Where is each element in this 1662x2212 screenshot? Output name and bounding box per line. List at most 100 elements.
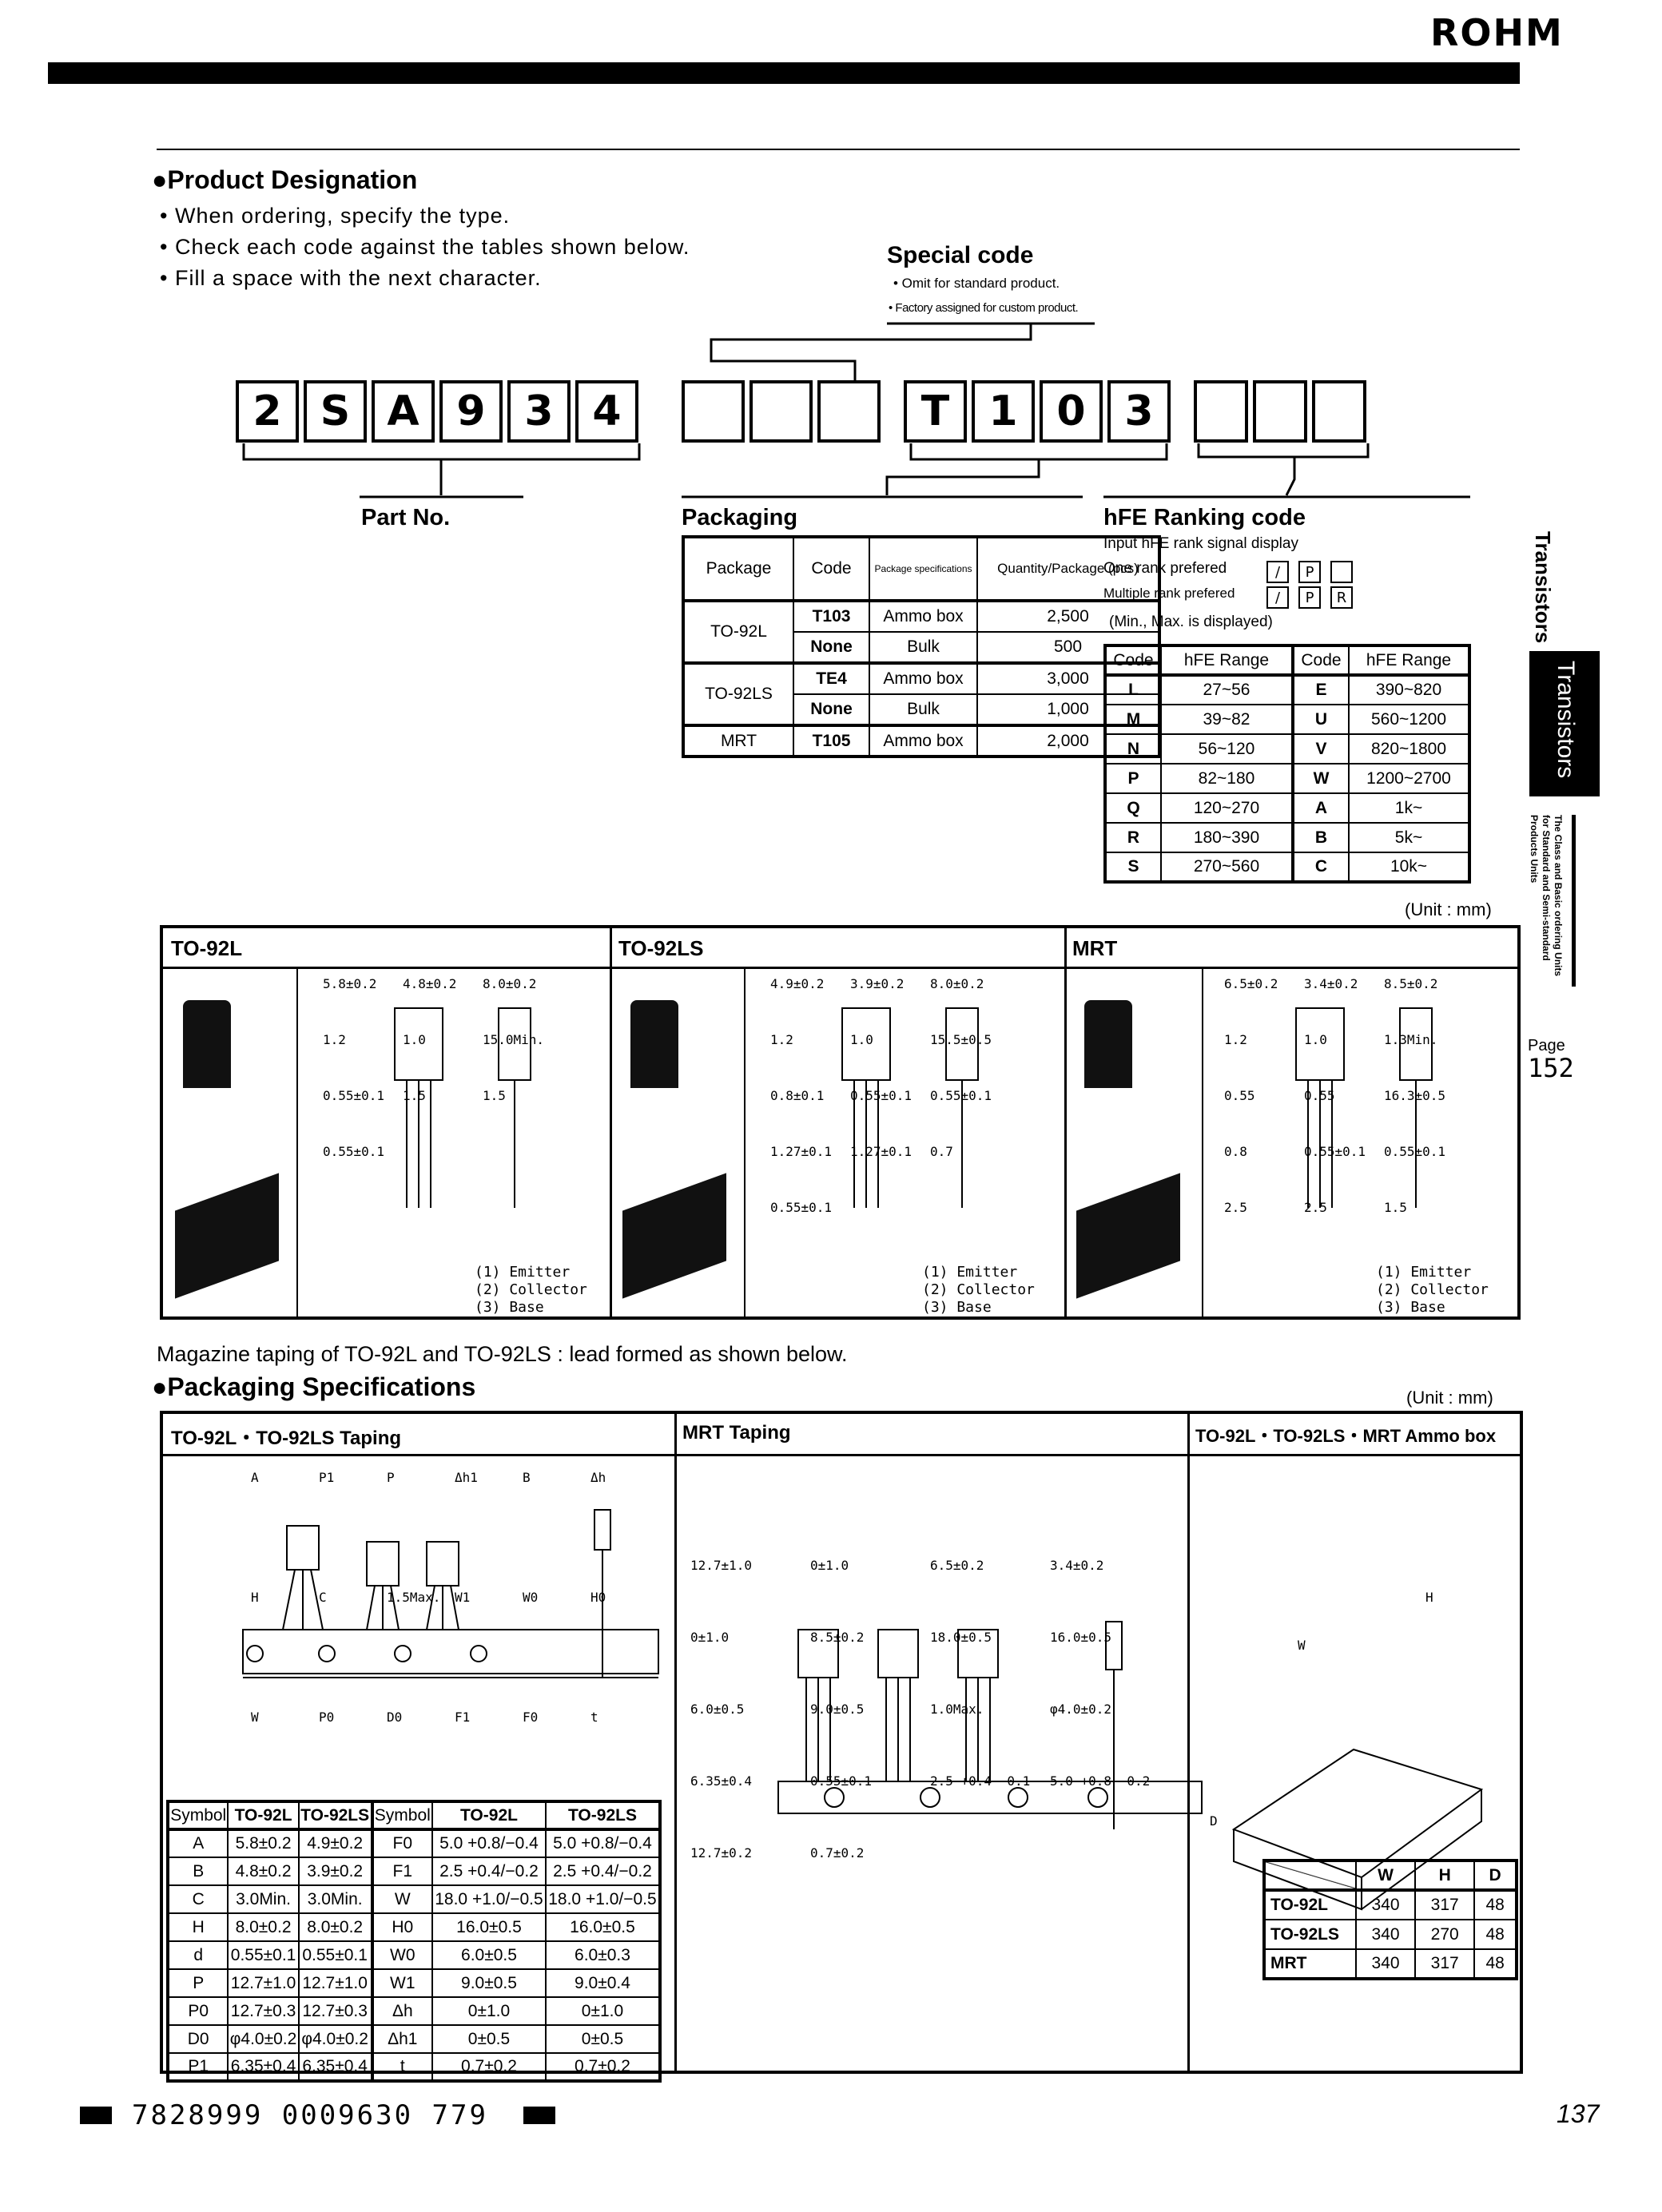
pin-label: (2) Collector xyxy=(1376,1281,1489,1298)
dimension-label: 0.55 xyxy=(1224,1088,1255,1103)
symbol-cell: F0 xyxy=(370,1829,434,1858)
dimension-label: 0.7 xyxy=(930,1144,953,1159)
symbol-cell: W1 xyxy=(370,1968,434,1998)
cell: TO-92LS xyxy=(682,662,794,726)
code-box: 1 xyxy=(972,380,1035,443)
barcode-mark xyxy=(80,2107,112,2124)
range-cell: 10k~ xyxy=(1348,852,1470,883)
box-dimension: D xyxy=(1210,1813,1218,1829)
code-box xyxy=(1253,380,1307,443)
symbol-cell: 12.7±1.0 xyxy=(227,1968,300,1998)
hfe-line: One rank prefered xyxy=(1103,560,1227,577)
code-box: S xyxy=(304,380,367,443)
dimension-label: 1.27±0.1 xyxy=(770,1144,833,1159)
taping-label: 1.5Max. xyxy=(387,1590,441,1605)
dimension-label: 1.5 xyxy=(483,1088,506,1103)
symbol-cell: 5.0 +0.8/−0.4 xyxy=(431,1829,547,1858)
taping-label: D0 xyxy=(387,1710,403,1725)
ammo-cell: 340 xyxy=(1354,1889,1417,1920)
dimension-label: 8.0±0.2 xyxy=(483,976,537,991)
pin-label: (1) Emitter xyxy=(475,1264,571,1281)
cell: T103 xyxy=(812,607,851,625)
code-box: T xyxy=(904,380,967,443)
symbol-cell: C xyxy=(166,1884,229,1914)
symbol-cell: P xyxy=(166,1968,229,1998)
dimension-label: 1.2 xyxy=(770,1032,793,1047)
column-title: TO-92L・TO-92LS・MRT Ammo box xyxy=(1195,1426,1497,1446)
symbol-cell: 5.0 +0.8/−0.4 xyxy=(544,1829,662,1858)
code-cell: W xyxy=(1313,768,1330,788)
hfe-title: hFE Ranking code xyxy=(1103,505,1306,530)
tape-photo xyxy=(622,1173,726,1299)
code-box: 3 xyxy=(1107,380,1171,443)
symbol-cell: 5.8±0.2 xyxy=(227,1829,300,1858)
rank-box: P xyxy=(1298,586,1321,609)
pin-label: (3) Base xyxy=(922,1299,992,1316)
symbol-cell: t xyxy=(370,2052,434,2082)
dimension-label: 1.3Min. xyxy=(1384,1032,1438,1047)
cell: Ammo box xyxy=(869,600,978,633)
code-cell: E xyxy=(1315,681,1327,699)
symbol-cell: 16.0±0.5 xyxy=(544,1912,662,1942)
ammo-cell: 48 xyxy=(1473,1889,1517,1920)
mrt-dimension: 6.35±0.4 xyxy=(690,1773,753,1789)
ammo-cell: 270 xyxy=(1414,1919,1476,1950)
dimension-label: 1.2 xyxy=(323,1032,346,1047)
taping-label: C xyxy=(319,1590,327,1605)
header-cell: Symbol xyxy=(166,1801,229,1830)
taping-label: Δh1 xyxy=(455,1470,478,1485)
dimension-label: 4.8±0.2 xyxy=(403,976,457,991)
box-dimension: W xyxy=(1298,1638,1306,1653)
magazine-note: Magazine taping of TO-92L and TO-92LS : … xyxy=(157,1342,848,1366)
dimension-label: 6.5±0.2 xyxy=(1224,976,1278,991)
mrt-dimension: φ4.0±0.2 xyxy=(1050,1702,1112,1717)
side-label: Transistors xyxy=(1531,531,1555,644)
code-box: 9 xyxy=(439,380,503,443)
product-designation-title: ●Product Designation xyxy=(152,165,418,194)
package-title: TO-92L xyxy=(171,936,243,960)
symbol-cell: 12.7±0.3 xyxy=(297,1996,373,2026)
symbol-cell: 8.0±0.2 xyxy=(297,1912,373,1942)
bullet: • Fill a space with the next character. xyxy=(160,266,542,290)
mrt-dimension: 9.0±0.5 xyxy=(810,1702,865,1717)
range-cell: 56~120 xyxy=(1160,733,1294,764)
taping-label: F1 xyxy=(455,1710,471,1725)
dimension-label: 1.0 xyxy=(850,1032,873,1047)
symbol-cell: 3.9±0.2 xyxy=(297,1857,373,1886)
dimension-label: 1.0 xyxy=(1304,1032,1327,1047)
transistor-photo xyxy=(630,1000,678,1088)
range-cell: 39~82 xyxy=(1160,704,1294,735)
transistor-photo xyxy=(1084,1000,1132,1088)
range-cell: 820~1800 xyxy=(1348,733,1470,764)
pin-label: (1) Emitter xyxy=(922,1264,1018,1281)
ammo-cell: TO-92LS xyxy=(1263,1919,1357,1950)
symbol-cell: 6.35±0.4 xyxy=(297,2052,373,2082)
code-box xyxy=(749,380,813,443)
cell: MRT xyxy=(682,725,794,757)
cell: None xyxy=(810,637,853,656)
symbol-cell: 4.8±0.2 xyxy=(227,1857,300,1886)
dimension-label: 15.5±0.5 xyxy=(930,1032,992,1047)
cell: 2,500 xyxy=(976,600,1160,633)
dimension-label: 8.5±0.2 xyxy=(1384,976,1438,991)
cell: Ammo box xyxy=(869,662,978,695)
column-title: TO-92L・TO-92LS Taping xyxy=(171,1428,402,1449)
rank-box: P xyxy=(1298,561,1321,583)
range-cell: 180~390 xyxy=(1160,822,1294,853)
range-cell: 390~820 xyxy=(1348,674,1470,705)
range-cell: 560~1200 xyxy=(1348,704,1470,735)
range-cell: 120~270 xyxy=(1160,792,1294,824)
mrt-dimension: 0±1.0 xyxy=(810,1558,849,1573)
code-cell: V xyxy=(1315,739,1327,758)
dimension-label: 8.0±0.2 xyxy=(930,976,984,991)
dimension-label: 0.55±0.1 xyxy=(1304,1144,1366,1159)
rank-box: / xyxy=(1266,586,1289,609)
side-tab[interactable]: Transistors xyxy=(1529,651,1600,796)
mrt-dimension: 12.7±0.2 xyxy=(690,1845,753,1861)
unit-label: (Unit : mm) xyxy=(1406,1388,1493,1408)
taping-label: Δh xyxy=(590,1470,606,1485)
range-cell: 1200~2700 xyxy=(1348,763,1470,794)
symbol-cell: 0.7±0.2 xyxy=(544,2052,662,2082)
